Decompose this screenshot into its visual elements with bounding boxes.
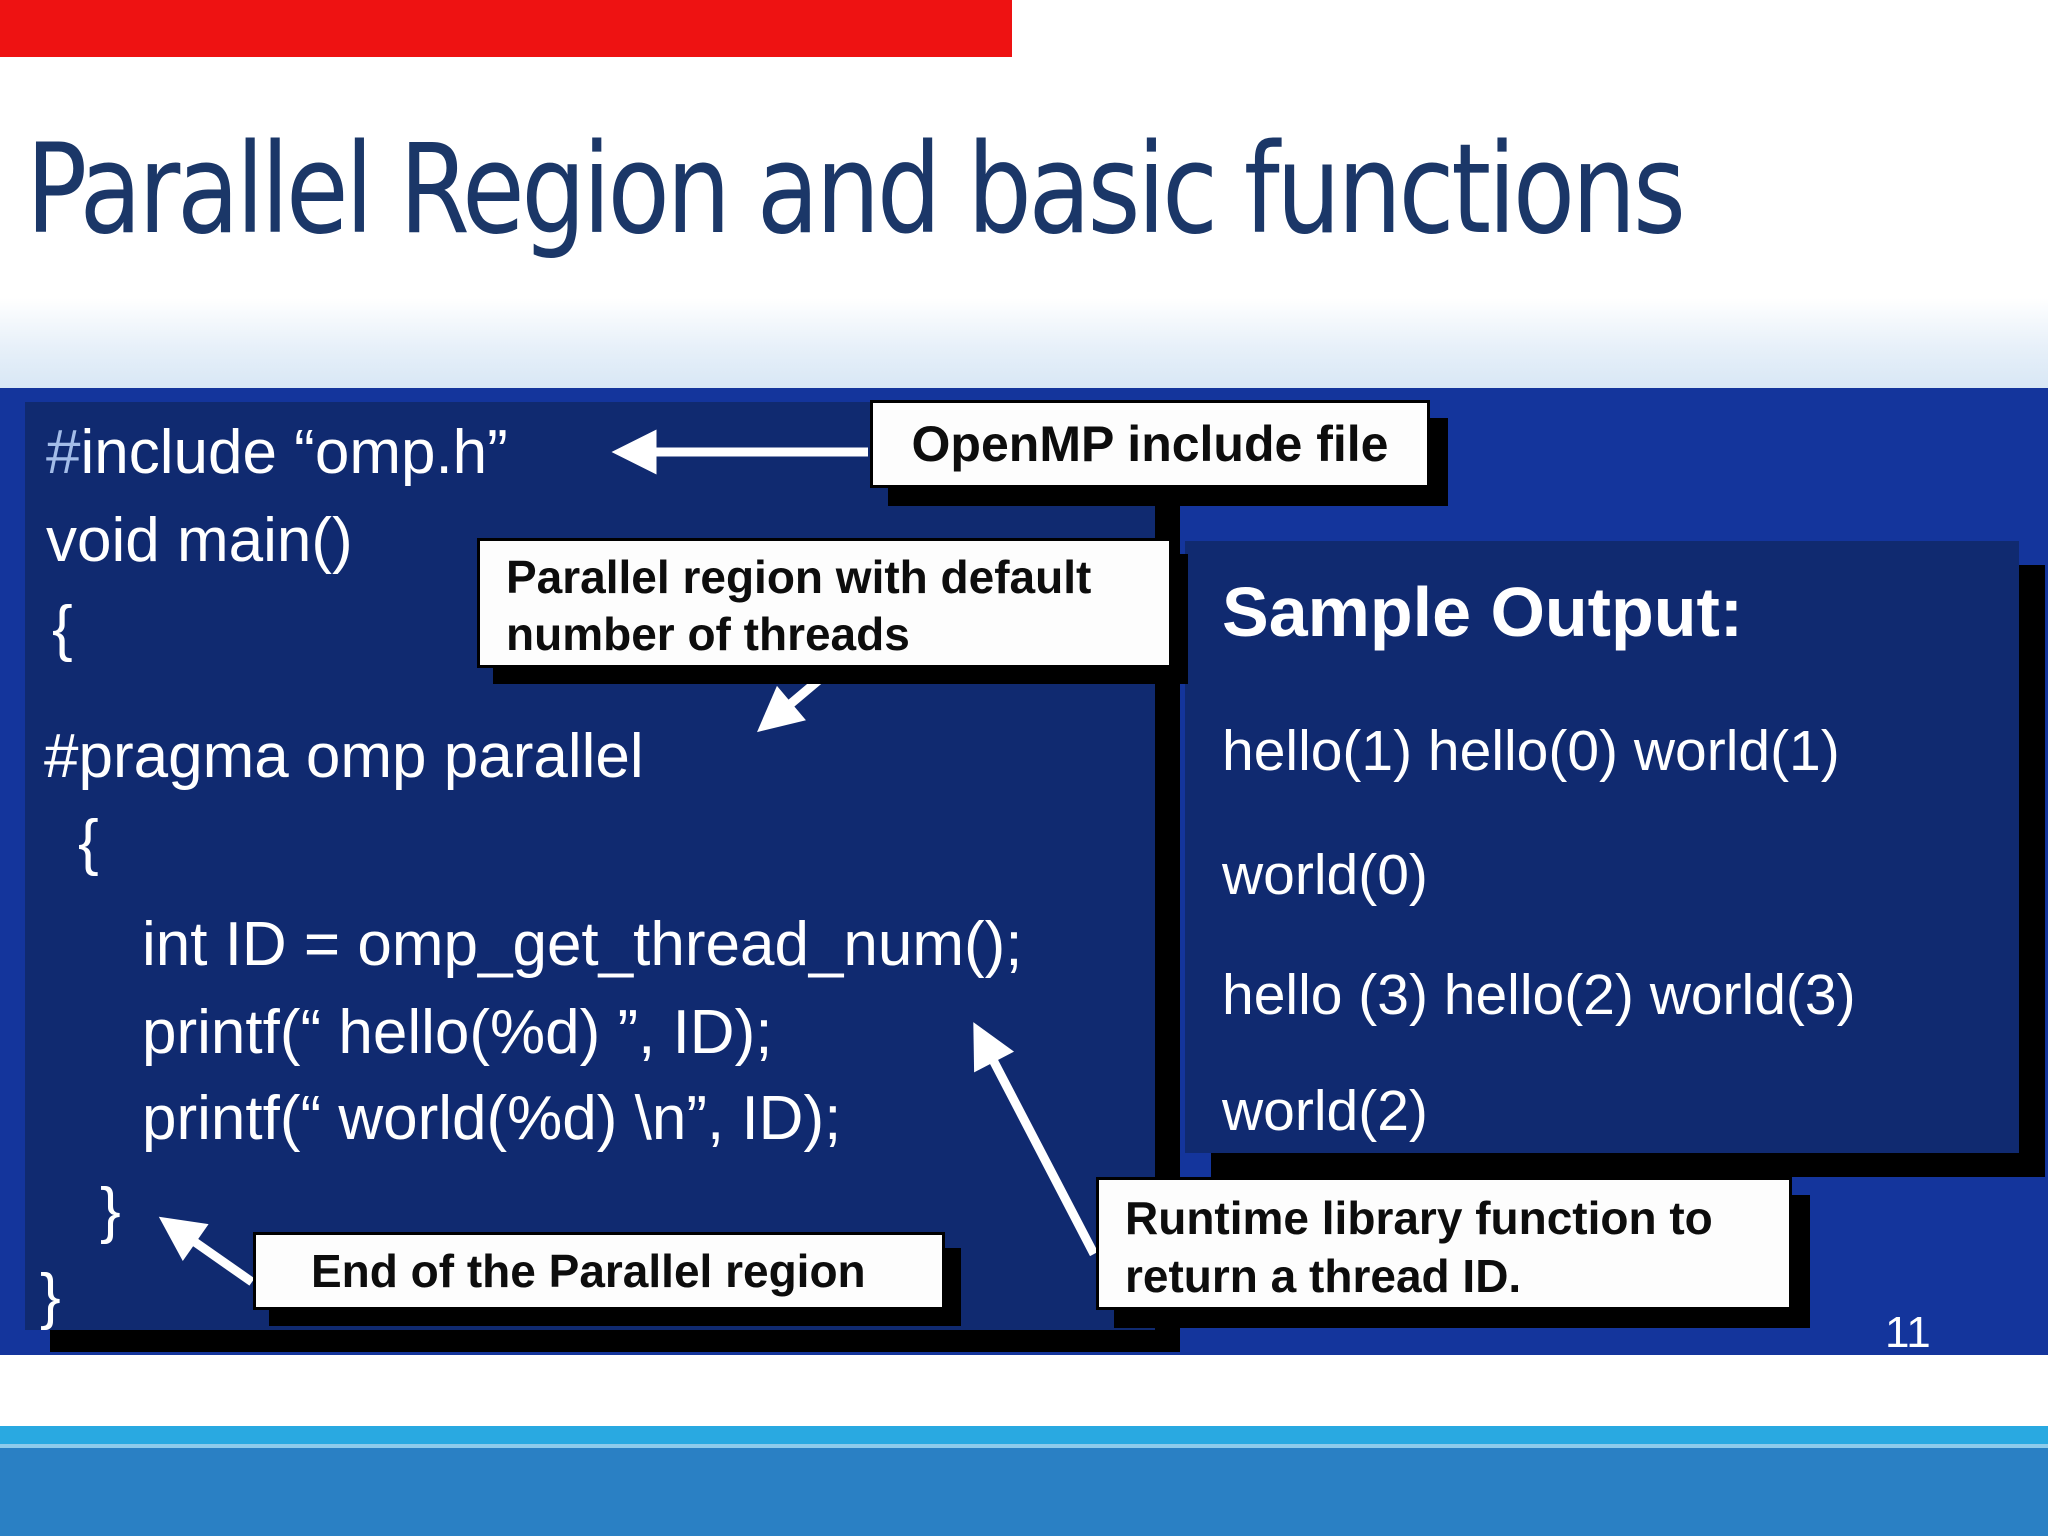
code-line-inner-close-brace: }	[100, 1176, 121, 1245]
callout-include-label: OpenMP include file	[911, 416, 1389, 472]
callout-openmp-include-file: OpenMP include file	[870, 400, 1430, 488]
sample-output-heading: Sample Output:	[1222, 573, 1744, 651]
footer-divider-line	[0, 1444, 2048, 1448]
sample-output-box	[1185, 541, 2019, 1153]
callout-runtime-line2: return a thread ID.	[1125, 1250, 1522, 1302]
footer-bar	[0, 1448, 2048, 1536]
callout-runtime-library-function: Runtime library function to return a thr…	[1096, 1177, 1792, 1310]
callout-parallel-region: Parallel region with default number of t…	[477, 538, 1172, 668]
sample-output-line: world(0)	[1222, 843, 1428, 907]
sample-output-line: hello (3) hello(2) world(3)	[1222, 963, 1856, 1027]
include-hash: #	[46, 418, 81, 487]
sample-output-line: world(2)	[1222, 1079, 1428, 1143]
code-line-printf-hello: printf(“ hello(%d) ”, ID);	[142, 998, 773, 1067]
code-line-void-main: void main()	[46, 506, 353, 575]
code-line-include: #include “omp.h”	[46, 420, 508, 486]
title-underlay-band	[0, 298, 2048, 388]
page-title: Parallel Region and basic functions	[26, 118, 1686, 262]
code-line-pragma: #pragma omp parallel	[44, 722, 644, 791]
code-line-int-id: int ID = omp_get_thread_num();	[142, 910, 1023, 979]
include-text: include “omp.h”	[80, 418, 508, 487]
code-line-inner-open-brace: {	[78, 808, 99, 877]
code-line-open-brace: {	[52, 594, 73, 663]
callout-parallel-line1: Parallel region with default	[506, 551, 1092, 603]
callout-end-of-parallel-region: End of the Parallel region	[253, 1232, 945, 1310]
code-line-printf-world: printf(“ world(%d) \n”, ID);	[142, 1084, 842, 1153]
footer-accent-bar	[0, 1426, 2048, 1444]
callout-parallel-line2: number of threads	[506, 608, 910, 660]
callout-end-label: End of the Parallel region	[311, 1245, 866, 1297]
page-number: 11	[1885, 1308, 1931, 1357]
top-red-accent-bar	[0, 0, 1012, 57]
sample-output-line: hello(1) hello(0) world(1)	[1222, 719, 1840, 783]
code-line-close-brace: }	[40, 1262, 61, 1331]
callout-runtime-line1: Runtime library function to	[1125, 1192, 1713, 1244]
